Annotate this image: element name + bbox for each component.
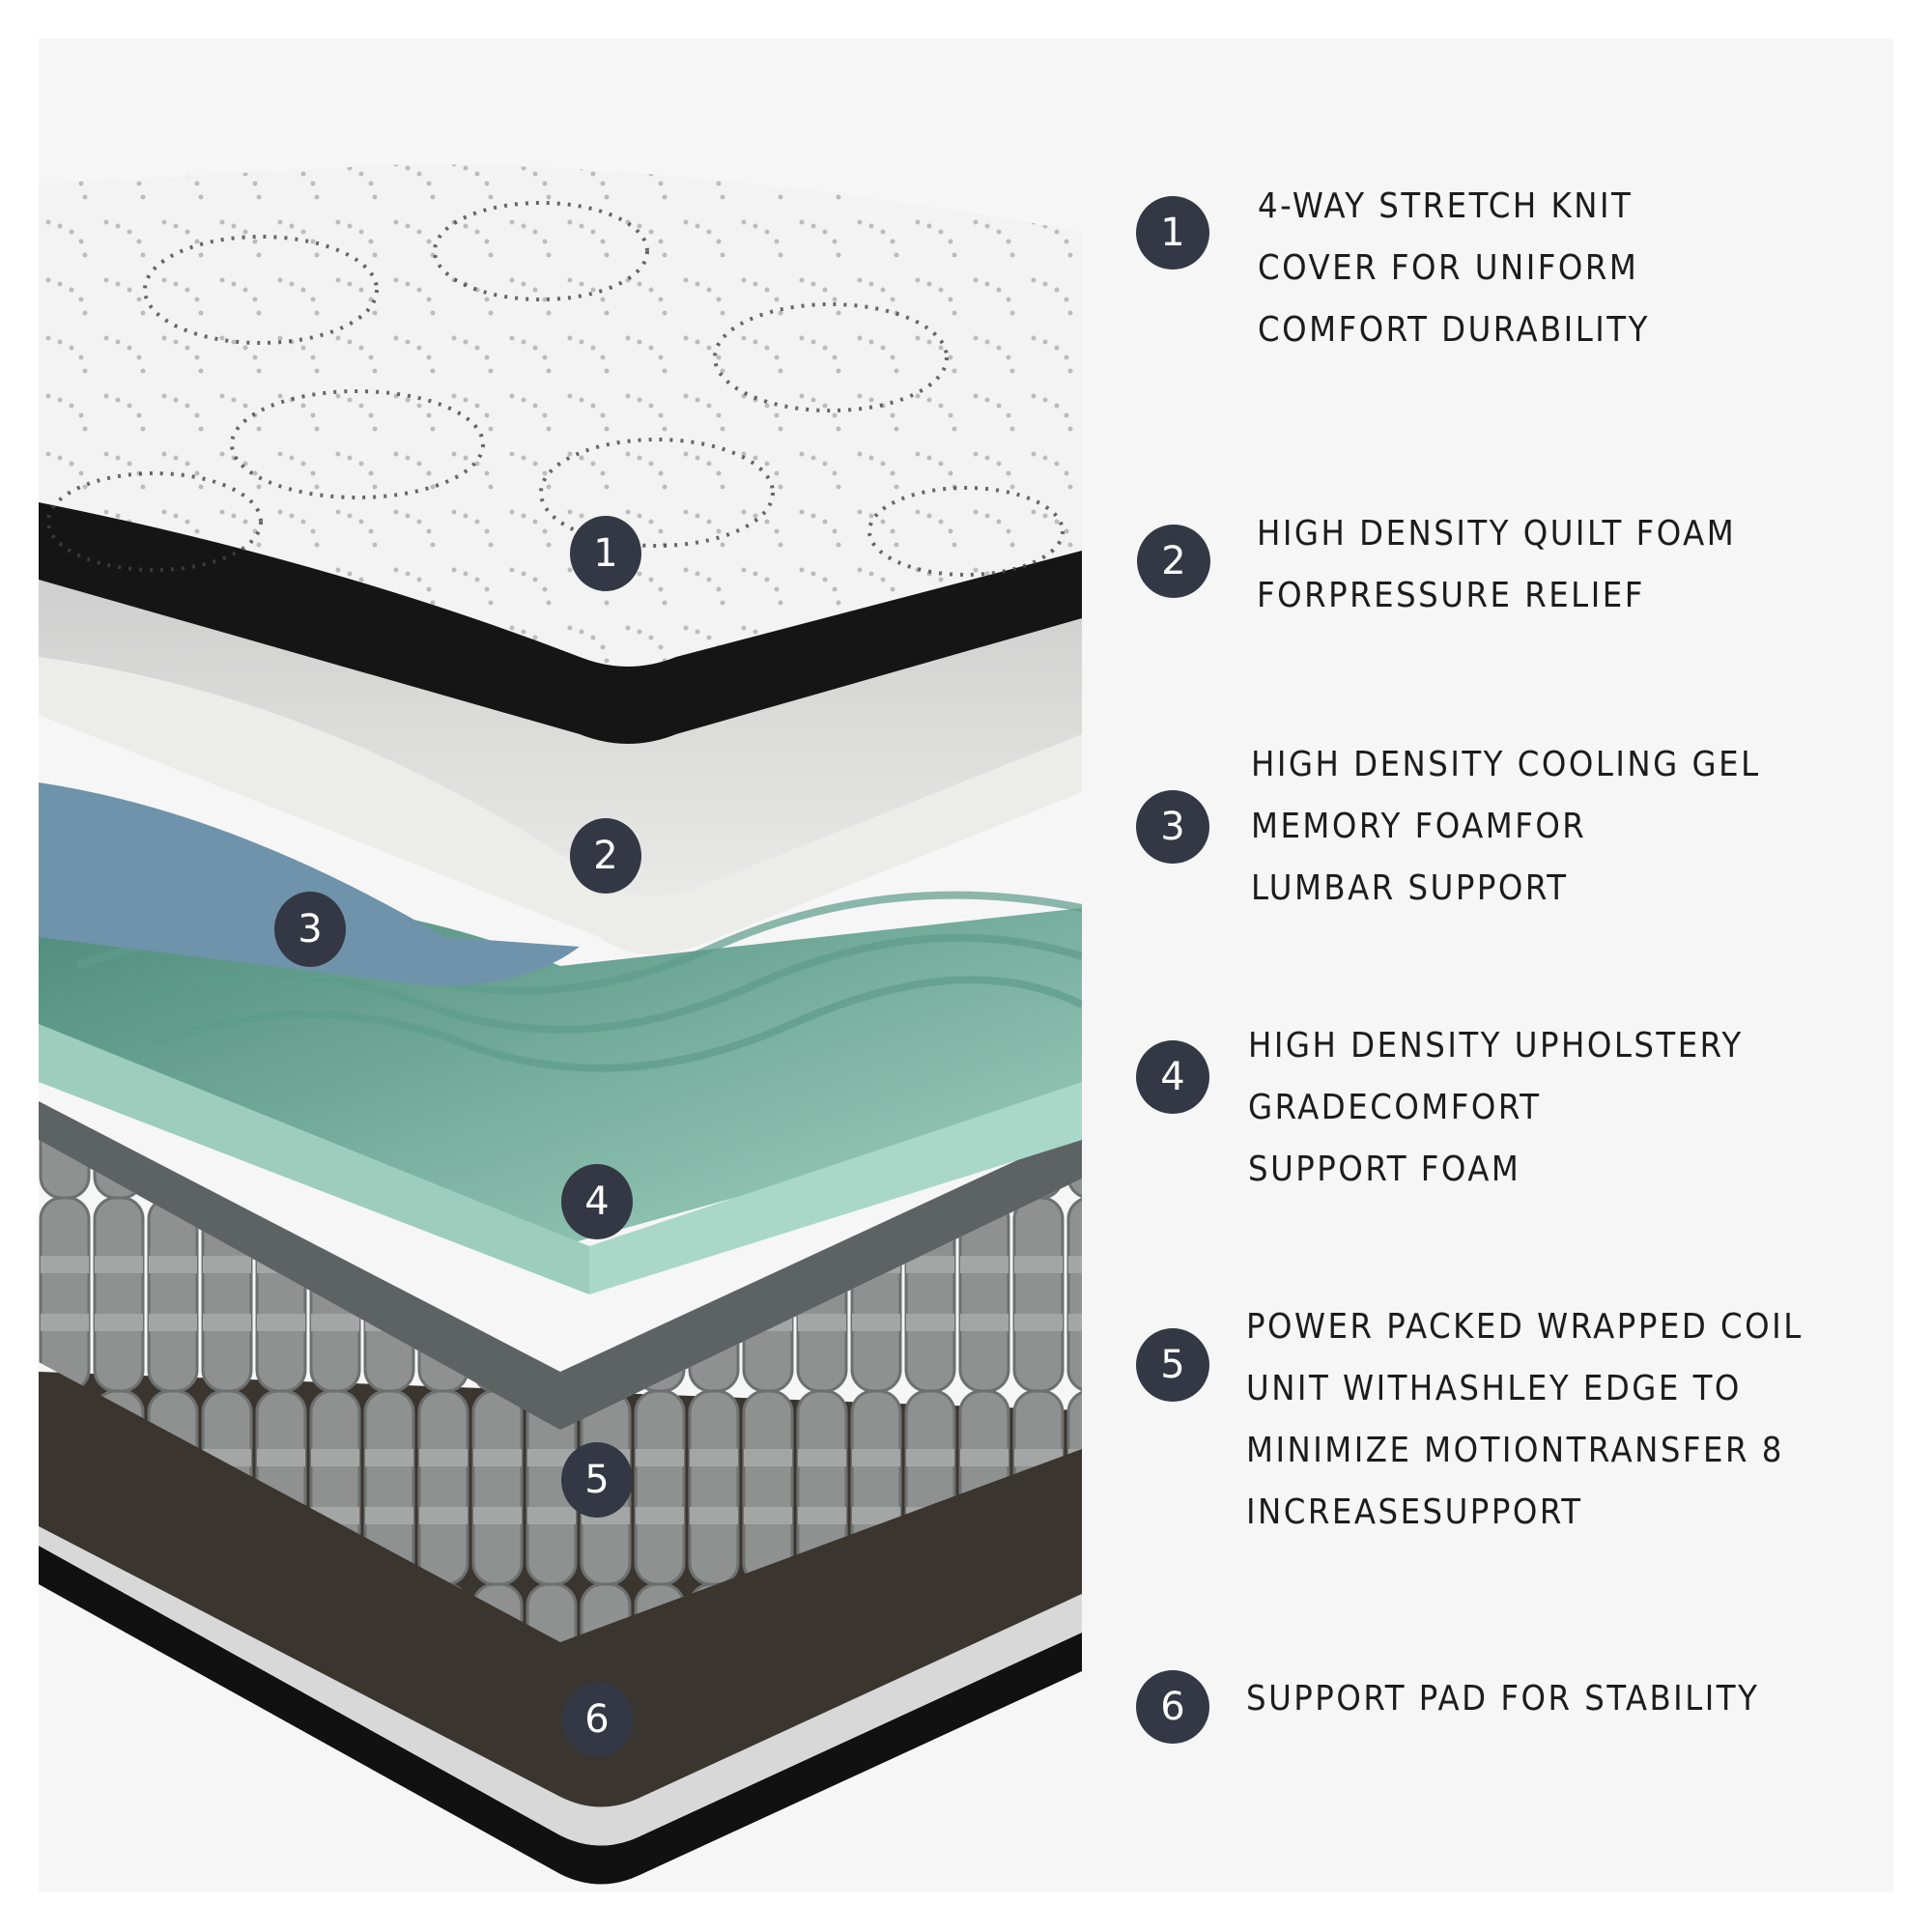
layer-badge-6: 6 bbox=[561, 1682, 633, 1757]
feature-line: POWER PACKED WRAPPED COIL bbox=[1246, 1307, 1804, 1347]
feature-line: COMFORT DURABILITY bbox=[1258, 310, 1650, 350]
feature-number: 1 bbox=[1160, 211, 1185, 255]
layer-badge-label: 4 bbox=[584, 1179, 610, 1224]
feature-line: HIGH DENSITY UPHOLSTERY bbox=[1248, 1026, 1744, 1065]
mattress-layers-illustration: 1 2 3 4 5 6 bbox=[39, 39, 1082, 1891]
feature-number-badge-4: 4 bbox=[1136, 1040, 1209, 1114]
feature-line: GRADECOMFORT bbox=[1248, 1088, 1542, 1127]
feature-line: FORPRESSURE RELIEF bbox=[1257, 576, 1645, 615]
layer-badge-4: 4 bbox=[561, 1164, 633, 1239]
feature-item-comfort-foam: HIGH DENSITY UPHOLSTERY GRADECOMFORT SUP… bbox=[1248, 1015, 1744, 1201]
feature-item-support-pad: SUPPORT PAD FOR STABILITY bbox=[1246, 1668, 1759, 1730]
layer-badge-2: 2 bbox=[570, 818, 641, 894]
layer-badge-label: 1 bbox=[593, 531, 618, 576]
feature-line: HIGH DENSITY QUILT FOAM bbox=[1257, 514, 1737, 554]
layer-badge-1: 1 bbox=[570, 516, 641, 591]
feature-number: 2 bbox=[1161, 539, 1186, 583]
feature-item-cooling-gel: HIGH DENSITY COOLING GEL MEMORY FOAMFOR … bbox=[1251, 734, 1761, 920]
feature-line: 4-WAY STRETCH KNIT bbox=[1258, 186, 1634, 226]
feature-line: MEMORY FOAMFOR bbox=[1251, 807, 1587, 846]
feature-number: 3 bbox=[1160, 805, 1185, 849]
layer-badge-label: 6 bbox=[584, 1697, 610, 1742]
feature-line: UNIT WITHASHLEY EDGE TO bbox=[1246, 1369, 1742, 1408]
feature-line: LUMBAR SUPPORT bbox=[1251, 868, 1569, 908]
feature-item-cover: 4-WAY STRETCH KNIT COVER FOR UNIFORM COM… bbox=[1258, 176, 1650, 361]
feature-line: SUPPORT PAD FOR STABILITY bbox=[1246, 1679, 1760, 1719]
layer-badge-3: 3 bbox=[274, 892, 346, 967]
feature-item-coil-unit: POWER PACKED WRAPPED COIL UNIT WITHASHLE… bbox=[1246, 1296, 1804, 1544]
feature-line: SUPPORT FOAM bbox=[1248, 1150, 1521, 1189]
feature-line: COVER FOR UNIFORM bbox=[1258, 248, 1639, 288]
feature-line: MINIMIZE MOTIONTRANSFER 8 bbox=[1246, 1431, 1784, 1470]
layer-badge-label: 3 bbox=[298, 907, 323, 952]
feature-number-badge-2: 2 bbox=[1137, 525, 1210, 598]
feature-line: INCREASESUPPORT bbox=[1246, 1492, 1583, 1532]
feature-number-badge-3: 3 bbox=[1136, 790, 1209, 864]
layer-badge-label: 2 bbox=[593, 834, 618, 878]
layer-badge-5: 5 bbox=[561, 1442, 633, 1518]
feature-number-badge-1: 1 bbox=[1136, 196, 1209, 270]
feature-number-badge-6: 6 bbox=[1136, 1670, 1209, 1744]
feature-number: 6 bbox=[1160, 1685, 1185, 1729]
layer-badge-label: 5 bbox=[584, 1458, 610, 1502]
feature-number: 4 bbox=[1160, 1055, 1185, 1099]
feature-number-badge-5: 5 bbox=[1136, 1328, 1209, 1402]
feature-number: 5 bbox=[1160, 1343, 1185, 1387]
feature-line: HIGH DENSITY COOLING GEL bbox=[1251, 745, 1761, 784]
feature-item-quilt-foam: HIGH DENSITY QUILT FOAM FORPRESSURE RELI… bbox=[1257, 503, 1736, 627]
